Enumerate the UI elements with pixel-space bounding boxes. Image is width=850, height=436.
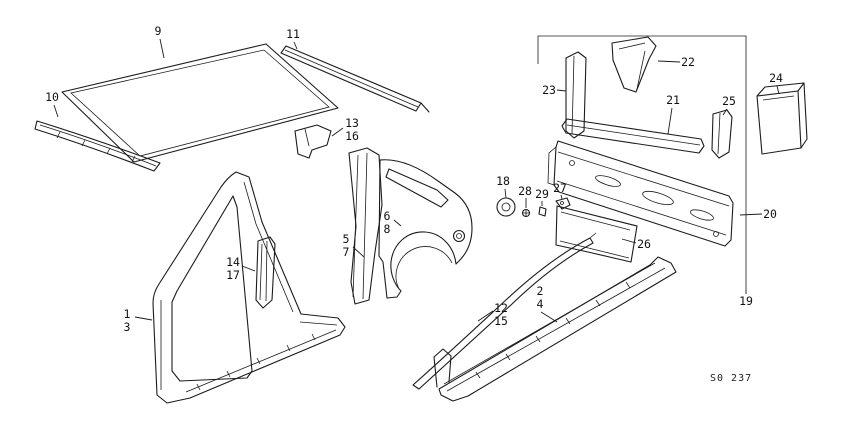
part-label-27: 27 — [553, 181, 567, 195]
part-label-29: 29 — [535, 187, 549, 201]
leader-line-6 — [393, 219, 402, 227]
part-19-assembly-bracket — [537, 35, 747, 289]
part-20-rear-panel — [547, 140, 734, 247]
part-label-13: 13 — [345, 116, 359, 130]
part-label-10: 10 — [45, 90, 59, 104]
leader-line-25 — [722, 108, 728, 116]
part-22-bracket — [611, 36, 657, 93]
leader-line-18 — [504, 188, 507, 199]
part-label-22: 22 — [681, 55, 695, 69]
part-label-12: 12 — [494, 301, 508, 315]
leader-line-5 — [352, 246, 365, 258]
leader-line-24 — [776, 85, 780, 95]
leader-line-22 — [657, 60, 681, 63]
leader-line-26 — [621, 238, 637, 244]
part-label-6: 6 — [384, 209, 391, 223]
part-label-14: 14 — [226, 255, 240, 269]
part-label-5: 5 — [343, 232, 350, 246]
part-6-center-pillar — [348, 147, 383, 305]
leader-line-4 — [540, 311, 558, 323]
part-label-23: 23 — [542, 83, 556, 97]
part-label-16: 16 — [345, 129, 359, 143]
part-28-screw — [521, 208, 531, 218]
leader-line-10 — [53, 104, 59, 118]
leader-line-1 — [134, 316, 153, 321]
part-label-18: 18 — [496, 174, 510, 188]
leader-line-11 — [293, 41, 298, 50]
part-1-side-panel — [152, 171, 346, 404]
part-label-3: 3 — [124, 320, 131, 334]
part-29-clip — [538, 206, 547, 217]
part-label-1: 1 — [124, 307, 131, 321]
leader-line-21 — [667, 107, 673, 135]
leader-line-27 — [560, 194, 563, 200]
part-label-15: 15 — [494, 314, 508, 328]
part-21-cross-rail — [561, 118, 705, 154]
part-10-drip-rail — [34, 120, 161, 172]
part-11-roof-molding — [280, 45, 430, 113]
part-13-bracket — [294, 124, 332, 159]
part-label-9: 9 — [155, 24, 162, 38]
leader-line-12 — [477, 310, 494, 322]
part-2-sill-panel — [433, 256, 677, 402]
leader-line-13 — [331, 127, 344, 137]
part-label-21: 21 — [666, 93, 680, 107]
part-label-7: 7 — [343, 245, 350, 259]
part-12-seal-strip — [412, 232, 597, 390]
leader-line-20 — [739, 213, 763, 216]
leader-line-14 — [241, 265, 256, 272]
part-label-20: 20 — [763, 207, 777, 221]
part-label-8: 8 — [384, 222, 391, 236]
part-label-11: 11 — [286, 27, 300, 41]
part-24-corner-bracket — [756, 82, 808, 155]
part-25-bracket — [711, 109, 733, 159]
leader-line-9 — [159, 38, 165, 59]
part-9-roof-panel — [61, 43, 339, 163]
part-label-25: 25 — [722, 94, 736, 108]
part-23-bracket — [565, 51, 587, 139]
leader-line-23 — [556, 89, 567, 92]
part-label-19: 19 — [739, 294, 753, 308]
part-14-pillar-stiffener — [255, 236, 276, 309]
part-label-17: 17 — [226, 268, 240, 282]
part-18-fuel-lid — [496, 197, 516, 217]
figure-code: S0 237 — [710, 373, 753, 384]
part-label-2: 2 — [537, 284, 544, 298]
part-label-4: 4 — [537, 297, 544, 311]
part-label-26: 26 — [637, 237, 651, 251]
part-label-24: 24 — [769, 71, 783, 85]
part-label-28: 28 — [518, 184, 532, 198]
part-26-gusset-panel — [555, 205, 638, 263]
part-5-quarter-panel — [378, 159, 473, 299]
